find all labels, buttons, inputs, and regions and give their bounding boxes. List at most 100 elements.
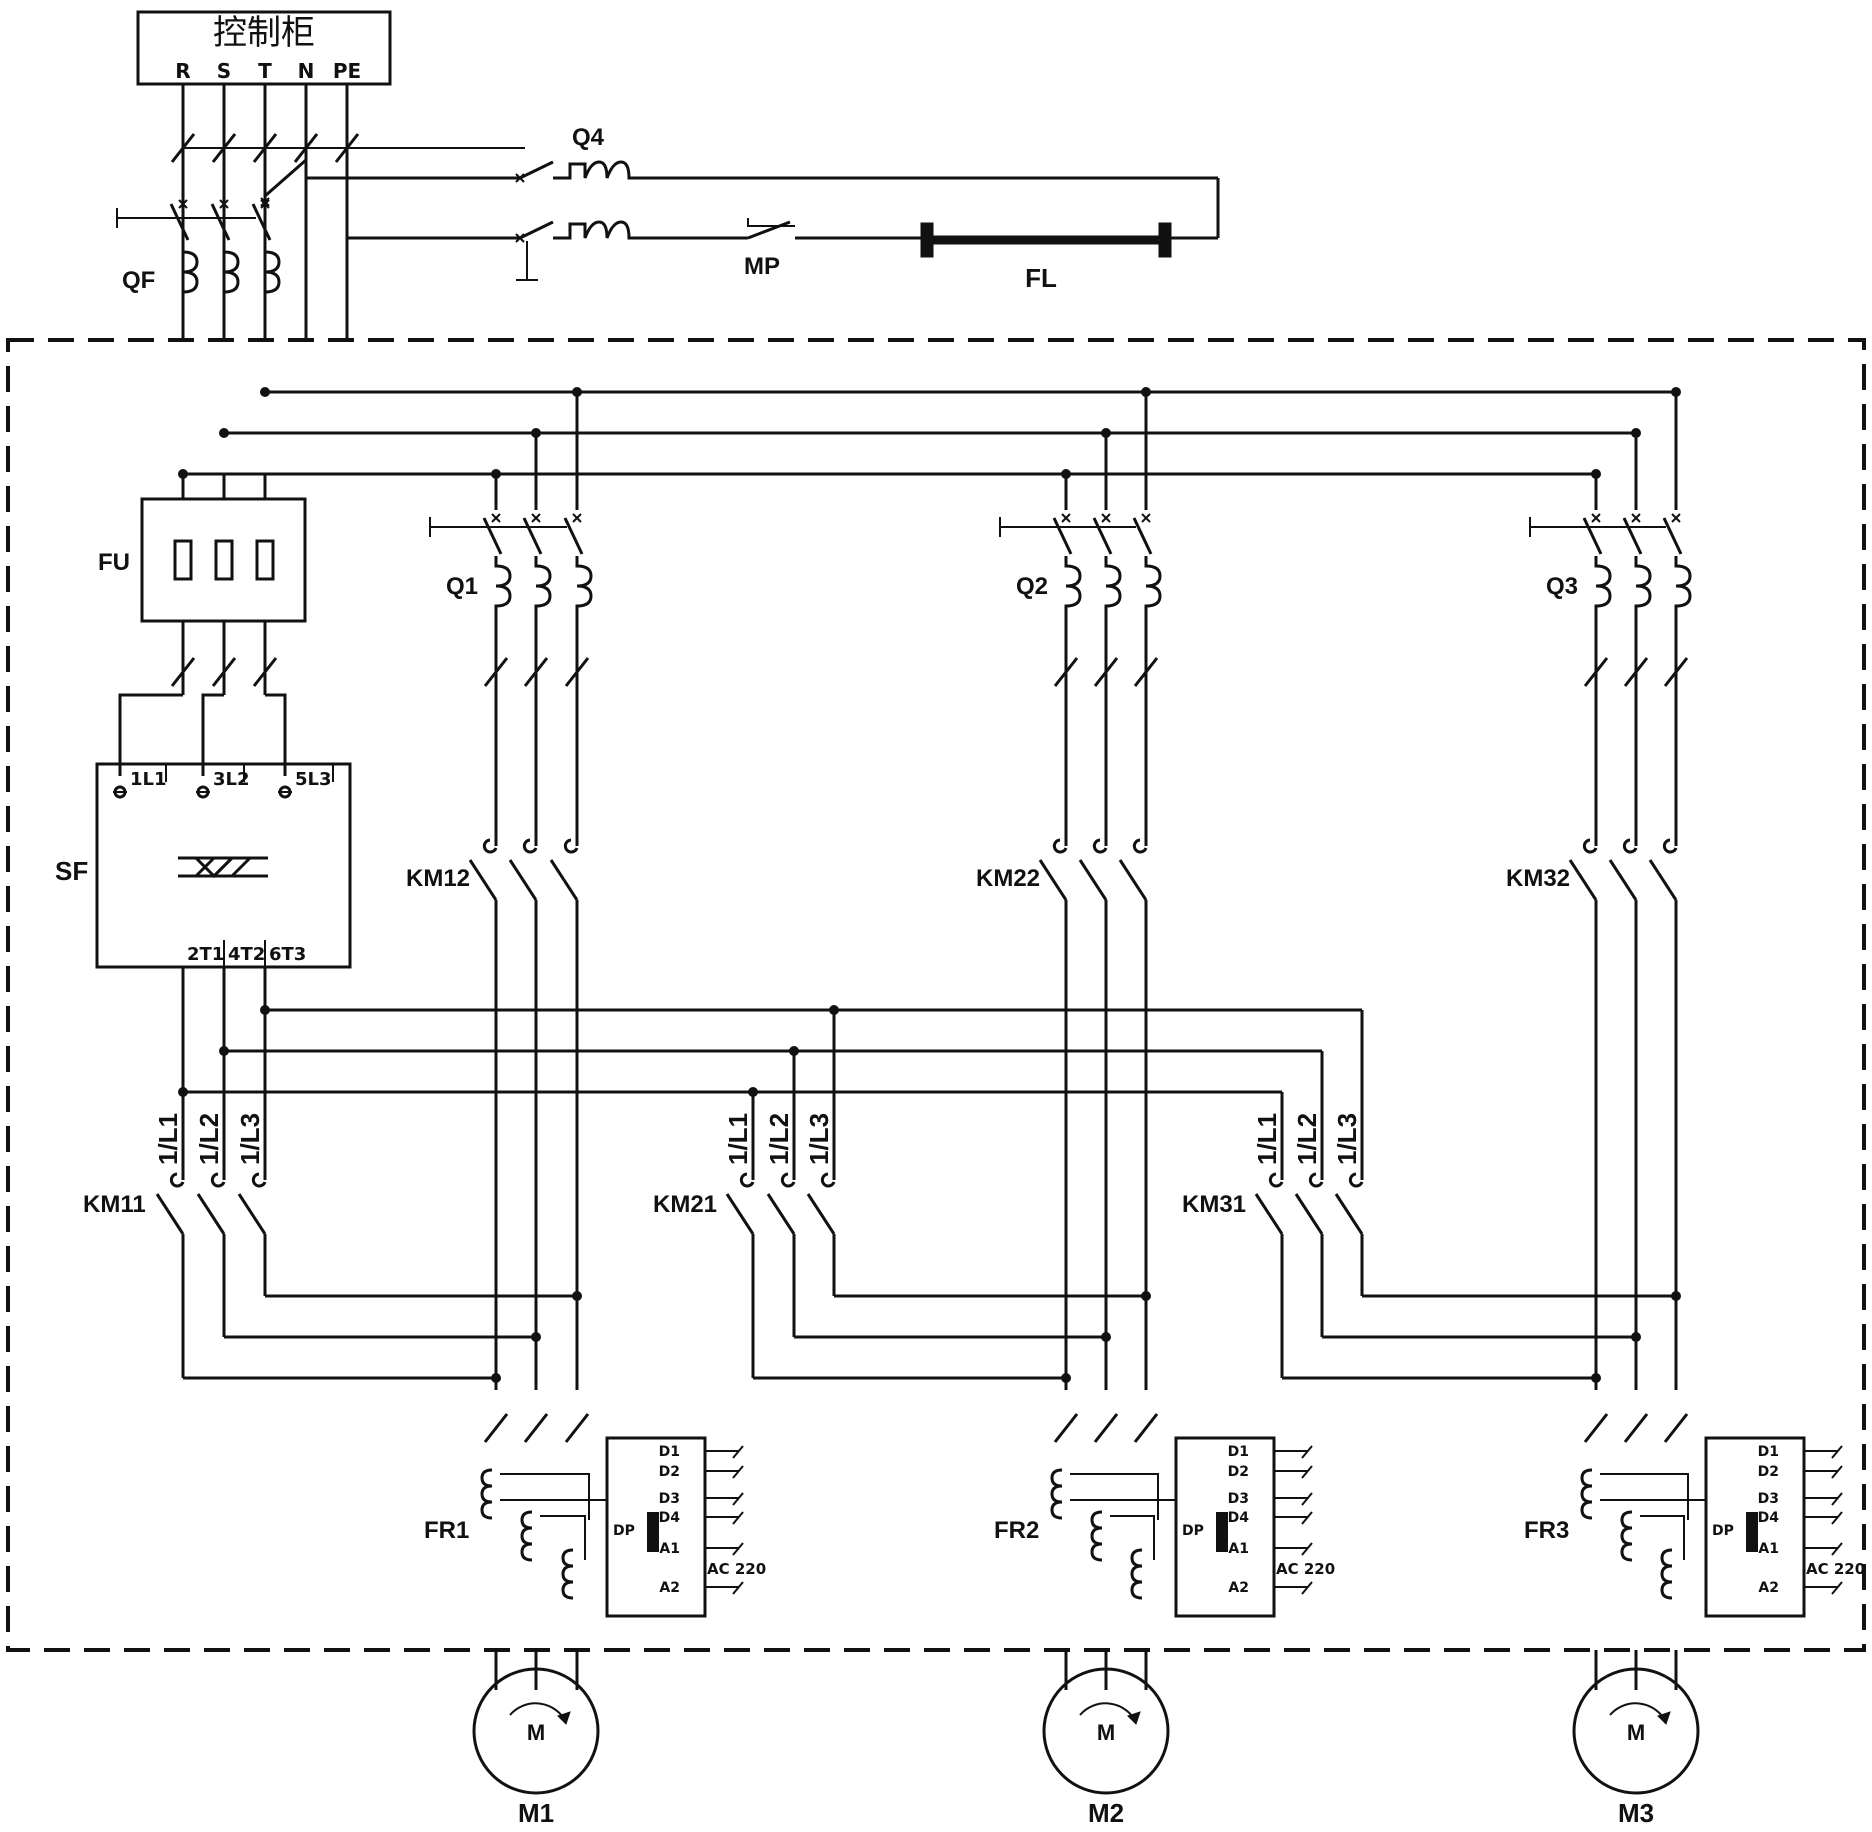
relay-dp-label: DP xyxy=(613,1523,635,1539)
tick-mark xyxy=(1301,1542,1313,1556)
tick-mark xyxy=(1053,657,1079,687)
contactor-blade xyxy=(1648,859,1678,901)
contact-arc xyxy=(1052,838,1068,854)
breaker-blade xyxy=(519,220,554,240)
thermal-element xyxy=(263,246,281,310)
cabinet-title: 控制柜 xyxy=(213,13,315,53)
junction-dot xyxy=(1141,387,1151,397)
contact-arc xyxy=(522,838,538,854)
motor-label: M1 xyxy=(518,1798,554,1828)
ct-wire xyxy=(1600,1473,1689,1520)
thermal-element xyxy=(1104,560,1122,695)
contact-arc xyxy=(780,1172,796,1188)
panel-boundary xyxy=(6,338,1866,1652)
tick-mark xyxy=(252,657,278,687)
contactor-blade xyxy=(1608,859,1638,901)
thermal-element xyxy=(553,160,640,180)
ct-wire xyxy=(1600,1499,1707,1580)
ct-coil xyxy=(561,1548,574,1600)
thyristor xyxy=(194,856,216,878)
relay-dp-label: DP xyxy=(1182,1523,1204,1539)
contactor-blade xyxy=(196,1193,226,1235)
relay-terminal: A1 xyxy=(1228,1541,1249,1557)
motor-rotation-arrow xyxy=(557,1711,571,1725)
contact-arc xyxy=(1268,1172,1284,1188)
relay-indicator xyxy=(647,1512,659,1552)
x-mark xyxy=(572,513,582,523)
x-mark xyxy=(260,199,270,209)
thermal-element xyxy=(553,220,640,240)
junction-dot xyxy=(178,1087,188,1097)
motor-symbol: M xyxy=(1627,1720,1645,1745)
relay-terminal: D4 xyxy=(1228,1510,1250,1526)
wire xyxy=(264,158,307,198)
tick-mark xyxy=(483,657,509,687)
relay-terminal: D2 xyxy=(659,1464,680,1480)
relay-terminal: D4 xyxy=(1758,1510,1780,1526)
junction-dot xyxy=(572,1291,582,1301)
motor-label: M2 xyxy=(1088,1798,1124,1828)
x-mark xyxy=(1141,513,1151,523)
x-mark xyxy=(1101,513,1111,523)
motor-symbol: M xyxy=(527,1720,545,1745)
breaker-qf xyxy=(169,203,281,310)
motor-rotation-arrow xyxy=(1657,1711,1671,1725)
ct-wire xyxy=(1640,1515,1685,1560)
contactor-blade xyxy=(1254,1193,1284,1235)
thermal-element xyxy=(181,246,199,310)
contactor-blade xyxy=(468,859,498,901)
switch-mp-label: MP xyxy=(744,253,780,280)
tick-mark xyxy=(1093,657,1119,687)
tick-mark xyxy=(1831,1465,1843,1479)
contact-arc xyxy=(1662,838,1678,854)
relay-terminal: D1 xyxy=(1228,1444,1249,1460)
x-mark xyxy=(178,199,188,209)
start-contactor-label: KM11 xyxy=(83,1191,146,1218)
ct-coil xyxy=(1580,1468,1593,1520)
junction-dot xyxy=(260,387,270,397)
tick-mark xyxy=(732,1581,744,1595)
ct-wire xyxy=(500,1473,590,1520)
breaker-q2 xyxy=(1052,517,1162,695)
terminal-label: N xyxy=(298,59,315,83)
motor-label: M3 xyxy=(1618,1798,1654,1828)
relay-label: FR2 xyxy=(994,1517,1039,1544)
tick-mark xyxy=(1053,1413,1079,1443)
contact-arc xyxy=(251,1172,267,1188)
switch-mp xyxy=(747,218,795,227)
contactor-blade xyxy=(725,1193,755,1235)
tick-mark xyxy=(1663,1413,1689,1443)
contactor-blade xyxy=(1294,1193,1324,1235)
relay-supply-label: AC 220 xyxy=(707,1560,766,1578)
start-contactor-label: KM31 xyxy=(1182,1191,1246,1218)
contactor-terminal-label: 1/L2 xyxy=(194,1113,224,1165)
tick-mark xyxy=(1093,1413,1119,1443)
thermal-element xyxy=(1064,560,1082,695)
thermal-element xyxy=(1594,560,1612,695)
ct-wire xyxy=(1110,1515,1155,1560)
junction-dot xyxy=(572,387,582,397)
thermal-element xyxy=(575,560,593,695)
contactor-blade xyxy=(155,1193,185,1235)
ct-coil xyxy=(480,1468,493,1520)
breaker-blade xyxy=(210,203,231,241)
fuse-label: FU xyxy=(98,549,130,576)
terminal-label: S xyxy=(217,59,231,83)
tick-mark xyxy=(1301,1511,1313,1525)
soft-starter-input: 1L1 xyxy=(130,769,167,790)
junction-dot xyxy=(1101,1332,1111,1342)
breaker-blade xyxy=(1622,517,1643,555)
symbols xyxy=(6,10,1866,1795)
ct-wire xyxy=(500,1499,608,1580)
breaker-blade xyxy=(519,160,554,180)
contact-arc xyxy=(739,1172,755,1188)
relay-supply-label: AC 220 xyxy=(1806,1560,1865,1578)
junction-dot xyxy=(1591,1373,1601,1383)
contactor-blade xyxy=(1118,859,1148,901)
tick-mark xyxy=(564,657,590,687)
contactor-blade xyxy=(806,1193,836,1235)
contactor-terminal-label: 1/L3 xyxy=(235,1113,265,1165)
x-mark xyxy=(1061,513,1071,523)
